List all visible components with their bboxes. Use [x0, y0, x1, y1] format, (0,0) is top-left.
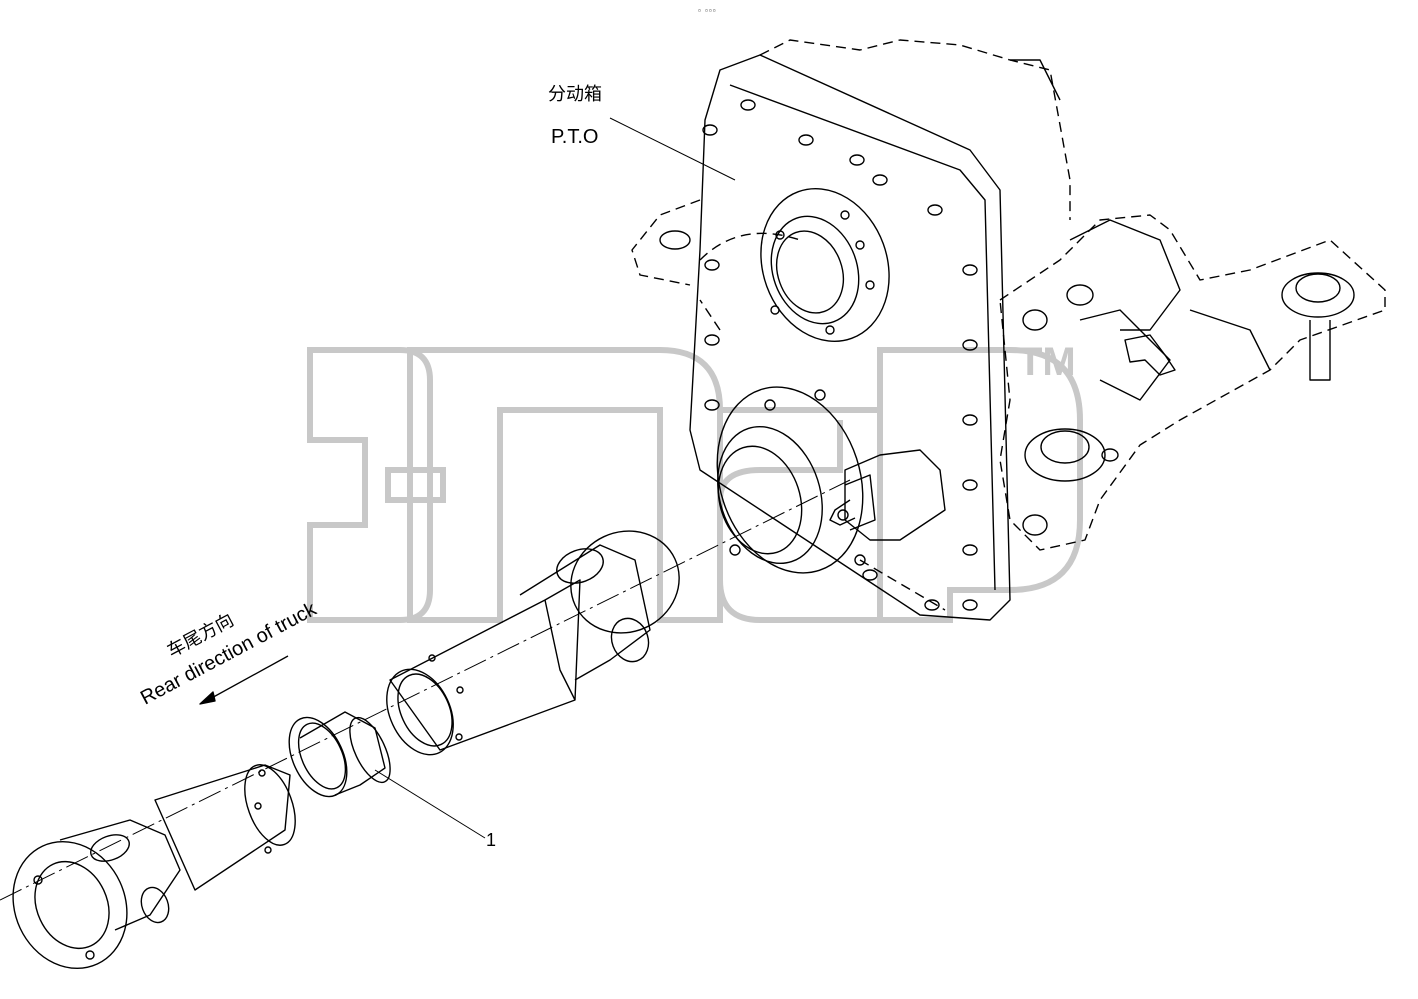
mounting-bracket [999, 214, 1386, 551]
corner-mark: ▫ ▫▫▫ [698, 6, 717, 15]
pto-label-chinese: 分动箱 [548, 84, 602, 105]
housing-bolts [702, 99, 978, 611]
upper-output-flange [760, 187, 890, 343]
part-number-label: 1 [486, 830, 497, 850]
drive-shaft-rear-half [386, 530, 680, 756]
shaft-centerline [0, 479, 851, 901]
watermark-trademark: TM [1018, 340, 1076, 384]
drive-shaft-front-half [12, 764, 296, 970]
rear-direction-arrow-icon [199, 655, 289, 705]
pto-housing [631, 39, 1071, 621]
pto-label-english: P.T.O [551, 126, 599, 148]
sleeve-part-1 [288, 711, 391, 798]
lower-output-flange [716, 386, 946, 574]
part-1-leader-line [374, 769, 486, 839]
pto-leader-line [609, 117, 736, 181]
